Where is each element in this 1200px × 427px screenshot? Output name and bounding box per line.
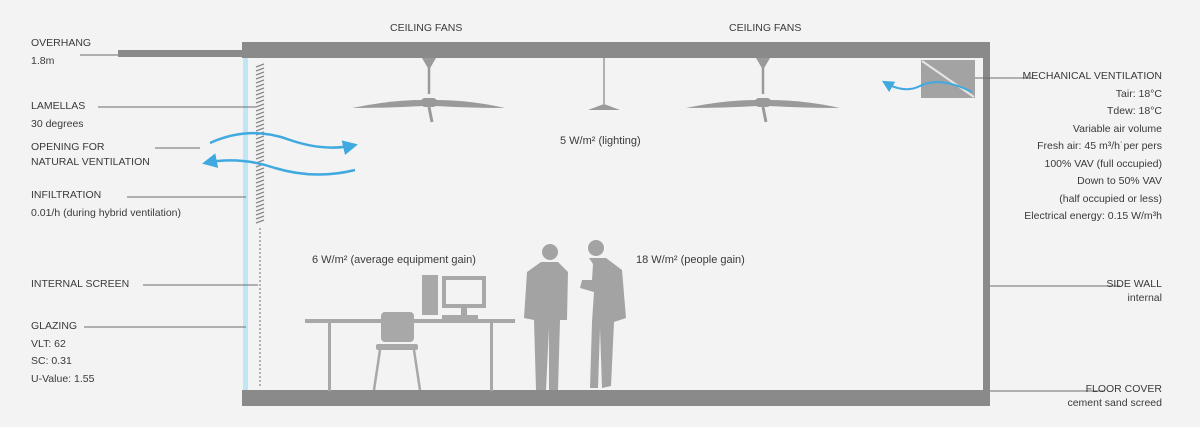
chair [372,312,422,391]
lamellas-value: 30 degrees [31,117,84,130]
equipment-gain-label: 6 W/m² (average equipment gain) [312,254,476,266]
lamellas [255,63,265,224]
infiltration-title: INFILTRATION [31,189,102,201]
mv-fresh-air: Fresh air: 45 m³/h˙per pers [1037,140,1162,152]
people-gain-label: 18 W/m² (people gain) [636,254,745,266]
glazing-sc: SC: 0.31 [31,355,72,367]
mechanical-ventilation-unit [881,60,975,98]
overhang-value: 1.8m [31,54,55,67]
mv-electrical-energy: Electrical energy: 0.15 W/m³h [1024,210,1162,222]
floor-cover-value: cement sand screed [1067,397,1162,409]
opening-title-1: OPENING FOR [31,141,105,153]
computer [422,275,486,319]
overhang [118,50,244,57]
glazing [243,58,248,390]
ceiling-fans-label-left: CEILING FANS [390,22,463,34]
lamellas-label: LAMELLAS 30 degrees [31,98,85,133]
ceiling-fan-right [686,58,840,123]
floor-cover-title: FLOOR COVER [1085,383,1162,395]
lamellas-title: LAMELLAS [31,100,86,112]
overhang-label: OVERHANG 1.8m [31,35,91,70]
ceiling-slab [242,42,990,58]
internal-screen-title: INTERNAL SCREEN [31,278,130,290]
side-wall-title: SIDE WALL [1106,278,1162,290]
mechanical-ventilation-label: MECHANICAL VENTILATION Tair: 18°C Tdew: … [1023,68,1162,226]
floor-cover-label: FLOOR COVER cement sand screed [1067,382,1162,410]
internal-screen-label: INTERNAL SCREEN [31,276,129,294]
side-wall [983,42,990,406]
infiltration-label: INFILTRATION 0.01/h (during hybrid venti… [31,187,181,222]
mv-tdew: Tdew: 18°C [1107,105,1162,117]
mv-vav: Variable air volume [1072,122,1162,135]
mv-half-occupied: (half occupied or less) [1059,192,1162,205]
lighting-gain-label: 5 W/m² (lighting) [560,135,641,147]
opening-title-2: NATURAL VENTILATION [31,156,150,168]
mv-full-occupied: 100% VAV (full occupied) [1044,157,1162,170]
airflow-arrow-out [202,153,356,176]
mv-title: MECHANICAL VENTILATION [1022,70,1162,82]
mv-tair: Tair: 18°C [1115,87,1162,100]
leader-lines [80,54,1120,392]
person-right [580,240,626,388]
ceiling-fan-left [352,58,505,123]
opening-label: OPENING FOR NATURAL VENTILATION [31,140,150,170]
glazing-label: GLAZING VLT: 62 SC: 0.31 U-Value: 1.55 [31,318,94,388]
infiltration-value: 0.01/h (during hybrid ventilation) [31,206,182,219]
glazing-u-value: U-Value: 1.55 [31,372,95,385]
floor-slab [242,390,990,406]
pendant-light [588,58,620,110]
mv-down-to: Down to 50% VAV [1077,175,1162,187]
side-wall-value: internal [1127,292,1162,304]
airflow-arrow-in [209,132,358,156]
overhang-title: OVERHANG [31,37,92,49]
person-left [524,244,568,390]
side-wall-label: SIDE WALL internal [1106,277,1162,305]
glazing-title: GLAZING [31,320,78,332]
ceiling-fans-label-right: CEILING FANS [729,22,802,34]
glazing-vlt: VLT: 62 [31,337,66,350]
